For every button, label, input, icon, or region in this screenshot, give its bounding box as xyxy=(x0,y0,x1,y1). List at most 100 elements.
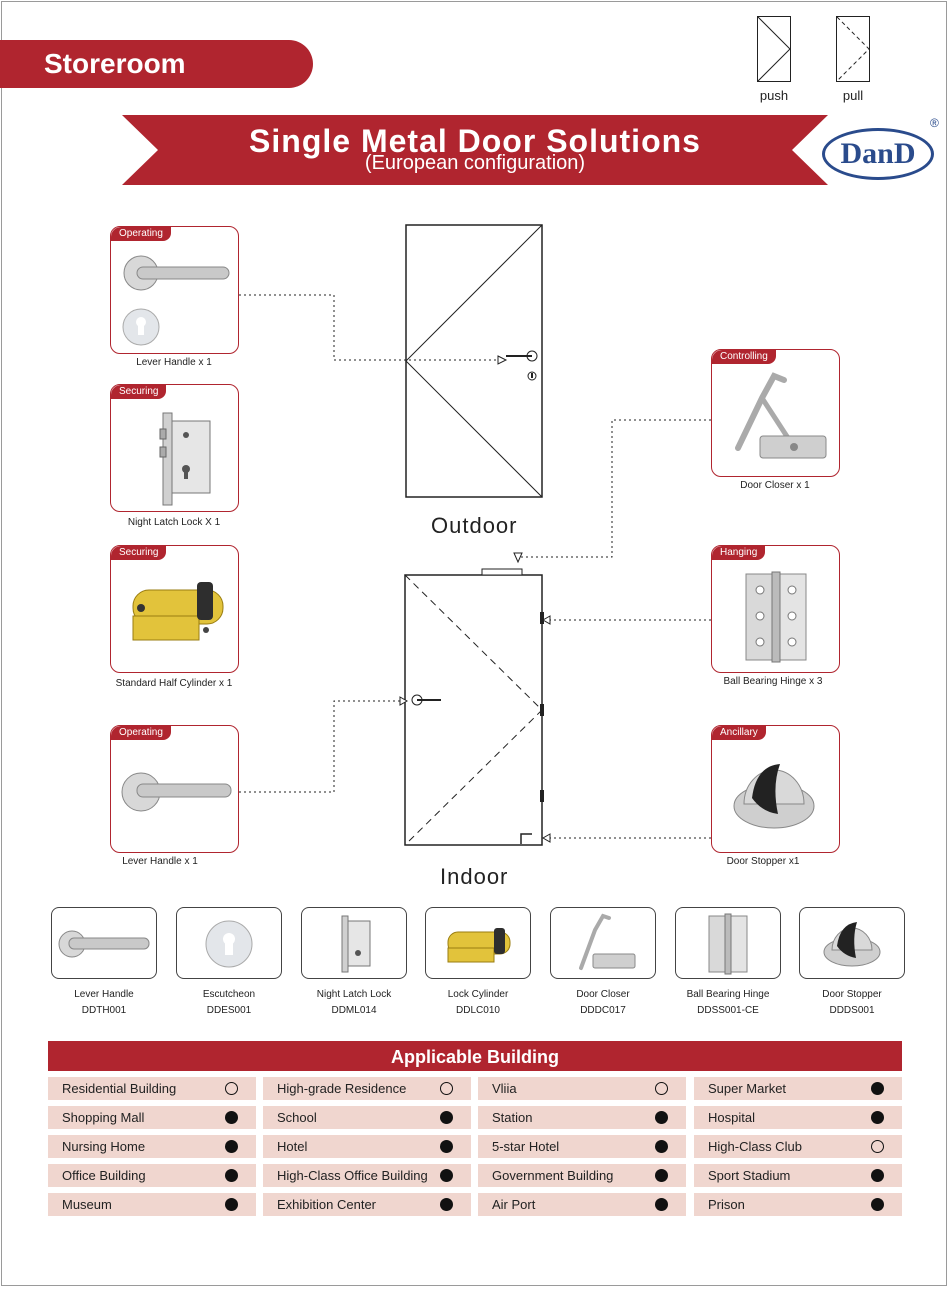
applicable-icon xyxy=(225,1140,238,1153)
building-cell: High-grade Residence xyxy=(263,1077,471,1100)
building-cell: Hospital xyxy=(694,1106,902,1129)
applicable-icon xyxy=(871,1169,884,1182)
outdoor-label: Outdoor xyxy=(431,513,518,538)
card-ancillary: Ancillary xyxy=(711,725,840,853)
hinge-mark-1 xyxy=(540,612,544,624)
card-operating-indoor: Operating xyxy=(110,725,239,853)
applicable-icon xyxy=(440,1140,453,1153)
applicable-icon xyxy=(225,1198,238,1211)
building-name: 5-star Hotel xyxy=(492,1139,560,1154)
mortise-lock-icon xyxy=(159,412,211,506)
stopper-on-door-icon xyxy=(520,833,532,844)
building-cell: Hotel xyxy=(263,1135,471,1158)
applicable-icon xyxy=(871,1111,884,1124)
indoor-label: Indoor xyxy=(440,864,509,889)
building-cell: Shopping Mall xyxy=(48,1106,256,1129)
product-name: Door Stopper xyxy=(822,989,882,1000)
product-code: DDTH001 xyxy=(81,1005,127,1016)
building-name: High-grade Residence xyxy=(277,1081,407,1096)
building-cell: Museum xyxy=(48,1193,256,1216)
hinge-mark-3 xyxy=(540,790,544,802)
product-code: DDLC010 xyxy=(456,1005,500,1016)
applicable-icon xyxy=(655,1198,668,1211)
not-applicable-icon xyxy=(225,1082,238,1095)
card-caption: Night Latch Lock X 1 xyxy=(127,517,221,528)
card-tag: Operating xyxy=(111,227,171,241)
brand-logo: DanD xyxy=(822,128,934,180)
product-door-closer xyxy=(550,907,656,979)
door-stopper-icon xyxy=(733,764,815,829)
hinge-mark-2 xyxy=(540,704,544,716)
card-securing-cylinder: Securing xyxy=(110,545,239,673)
building-name: Prison xyxy=(708,1197,745,1212)
applicable-icon xyxy=(655,1140,668,1153)
door-stopper-icon xyxy=(823,922,881,967)
card-tag: Hanging xyxy=(712,546,766,560)
card-caption: Door Stopper x1 xyxy=(726,856,800,867)
applicable-icon xyxy=(440,1111,453,1124)
outdoor-swing-lines xyxy=(405,224,543,498)
card-tag: Ancillary xyxy=(712,726,766,740)
push-legend-label: push xyxy=(759,88,789,103)
card-caption: Door Closer x 1 xyxy=(740,480,810,491)
escutcheon-icon xyxy=(205,920,253,968)
card-securing-lock: Securing xyxy=(110,384,239,512)
not-applicable-icon xyxy=(440,1082,453,1095)
building-name: Government Building xyxy=(492,1168,614,1183)
building-cell: Exhibition Center xyxy=(263,1193,471,1216)
banner-title: Single Metal Door Solutions xyxy=(249,123,701,159)
building-cell: Station xyxy=(478,1106,686,1129)
building-name: Shopping Mall xyxy=(62,1110,145,1125)
applicable-icon xyxy=(871,1198,884,1211)
pull-legend-label: pull xyxy=(842,88,864,103)
product-name: Escutcheon xyxy=(202,989,256,1000)
outdoor-handle-icon xyxy=(506,350,538,381)
product-name: Lever Handle xyxy=(74,989,134,1000)
product-escutcheon xyxy=(176,907,282,979)
product-name: Night Latch Lock xyxy=(316,989,392,1000)
building-name: Air Port xyxy=(492,1197,536,1212)
product-code: DDML014 xyxy=(331,1005,377,1016)
building-cell: Vliia xyxy=(478,1077,686,1100)
product-door-stopper xyxy=(799,907,905,979)
building-cell: 5-star Hotel xyxy=(478,1135,686,1158)
card-tag: Securing xyxy=(111,546,167,560)
product-code: DDDS001 xyxy=(829,1005,875,1016)
card-hanging: Hanging xyxy=(711,545,840,673)
lever-handle-with-escutcheon-icon xyxy=(122,255,230,346)
applicable-icon xyxy=(655,1111,668,1124)
product-code: DDDC017 xyxy=(580,1005,626,1016)
registered-mark: ® xyxy=(930,116,939,130)
mortise-lock-icon xyxy=(341,915,371,973)
indoor-door xyxy=(404,574,543,846)
building-name: Hospital xyxy=(708,1110,755,1125)
pull-legend-icon xyxy=(836,16,870,82)
product-name: Door Closer xyxy=(576,989,630,1000)
building-name: Exhibition Center xyxy=(277,1197,376,1212)
product-name: Lock Cylinder xyxy=(447,989,509,1000)
building-name: Station xyxy=(492,1110,533,1125)
building-cell: High-Class Club xyxy=(694,1135,902,1158)
building-cell: Residential Building xyxy=(48,1077,256,1100)
indoor-handle-icon xyxy=(411,694,441,706)
hinge-icon xyxy=(745,571,807,663)
building-name: Super Market xyxy=(708,1081,787,1096)
door-closer-icon xyxy=(735,372,827,459)
card-controlling: Controlling xyxy=(711,349,840,477)
building-cell: Super Market xyxy=(694,1077,902,1100)
lever-handle-icon xyxy=(121,772,232,812)
applicable-icon xyxy=(225,1169,238,1182)
building-name: Office Building xyxy=(62,1168,146,1183)
card-operating-outdoor: Operating xyxy=(110,226,239,354)
hinge-icon xyxy=(708,913,748,975)
product-lever-handle xyxy=(51,907,157,979)
card-tag: Securing xyxy=(111,385,167,399)
title-banner xyxy=(122,115,828,185)
building-name: High-Class Club xyxy=(708,1139,802,1154)
not-applicable-icon xyxy=(871,1140,884,1153)
applicable-icon xyxy=(225,1111,238,1124)
card-caption: Lever Handle x 1 xyxy=(136,357,212,368)
page-title: Storeroom xyxy=(0,40,313,88)
door-closer-icon xyxy=(579,913,636,970)
